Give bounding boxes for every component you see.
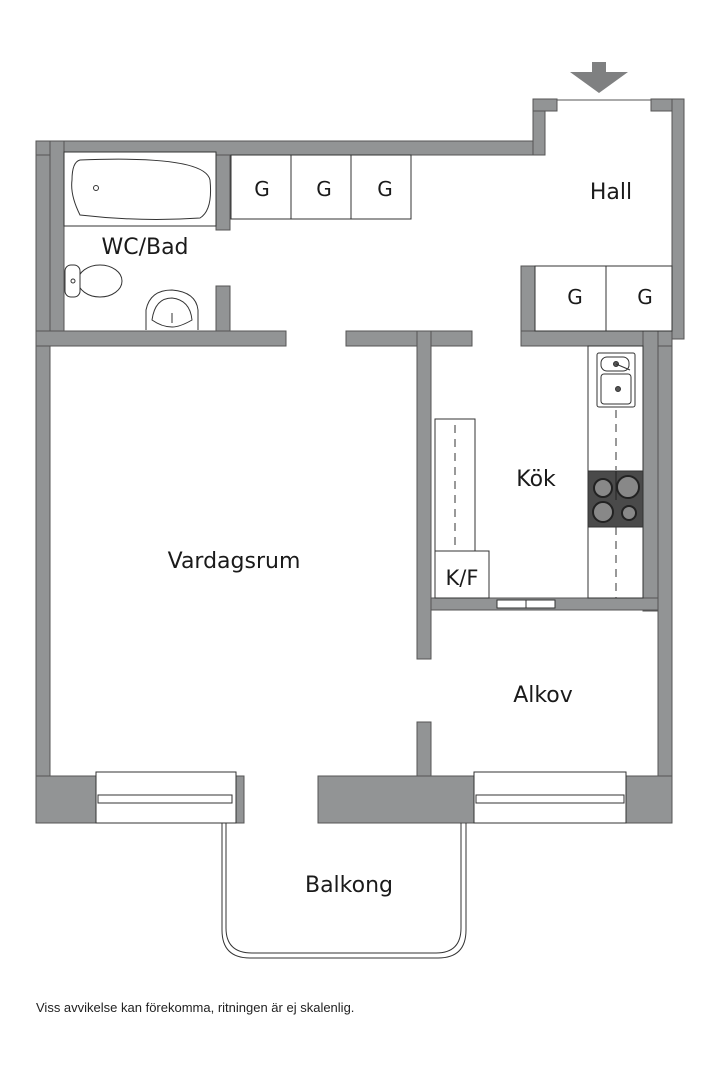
toilet-icon [64,264,123,298]
fridge-freezer-label: K/F [446,566,479,590]
wardrobe-label: G [316,177,332,201]
room-label-wc-bad: WC/Bad [101,235,188,260]
wardrobe-label: G [637,285,653,309]
window-right [473,771,627,824]
window-left [95,771,237,824]
arrow-down-icon [570,62,628,93]
wardrobe-label: G [377,177,393,201]
wardrobe-group-top [230,154,412,220]
kitchen-counter-left [434,418,490,599]
wardrobe-label: G [254,177,270,201]
vent-icon [496,599,556,609]
balcony-outline [221,823,467,959]
room-label-alkov: Alkov [513,683,573,708]
disclaimer-text: Viss avvikelse kan förekomma, ritningen … [36,1000,355,1015]
washbasin-icon [145,289,199,330]
room-label-balkong: Balkong [305,873,393,898]
bathtub-icon [63,151,217,227]
wardrobe-group-hall [534,265,673,332]
walls [35,98,685,824]
room-label-hall: Hall [590,180,632,205]
room-label-vardagsrum: Vardagsrum [168,549,301,574]
wardrobe-label: G [567,285,583,309]
kitchen-sink-icon [596,352,636,408]
room-label-kok: Kök [516,467,556,492]
stove-icon [587,470,644,528]
